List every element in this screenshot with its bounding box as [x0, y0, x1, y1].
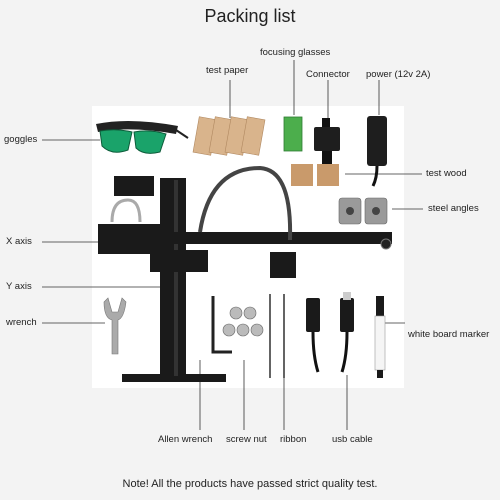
label-usb-cable: usb cable — [332, 434, 373, 445]
test-paper-image — [192, 116, 266, 156]
label-goggles: goggles — [4, 134, 38, 145]
leader-lines — [42, 60, 423, 430]
label-wrench: wrench — [6, 317, 37, 328]
screw-nut-image — [222, 306, 264, 337]
steel-angles-image — [338, 197, 388, 225]
power-adapter-image — [367, 116, 387, 187]
label-white-board-marker: white board marker — [408, 329, 490, 340]
label-y-axis: Y axis — [6, 281, 32, 292]
page-title: Packing list — [204, 6, 296, 26]
wrench-image — [103, 297, 127, 355]
label-test-paper: test paper — [206, 65, 249, 76]
white-board-marker-image — [374, 296, 386, 378]
allen-wrench-image — [211, 296, 232, 354]
test-wood-image — [291, 164, 339, 186]
label-steel-angles: steel angles — [428, 203, 479, 214]
label-connector: Connector — [306, 69, 350, 80]
quality-note: Note! All the products have passed stric… — [122, 478, 378, 490]
ribbon-image — [269, 294, 285, 378]
label-test-wood: test wood — [426, 168, 467, 179]
label-ribbon: ribbon — [280, 434, 307, 445]
label-power: power (12v 2A) — [366, 69, 431, 80]
label-focusing-glasses: focusing glasses — [260, 47, 331, 58]
label-x-axis: X axis — [6, 236, 32, 247]
focusing-glasses-image — [283, 116, 303, 152]
label-allen-wrench: Allen wrench — [158, 434, 213, 445]
label-screw-nut: screw nut — [226, 434, 267, 445]
goggles-image — [96, 120, 189, 154]
usb-cable-image — [306, 292, 354, 373]
engraver-frame-image — [98, 165, 392, 382]
connector-image — [314, 118, 340, 169]
